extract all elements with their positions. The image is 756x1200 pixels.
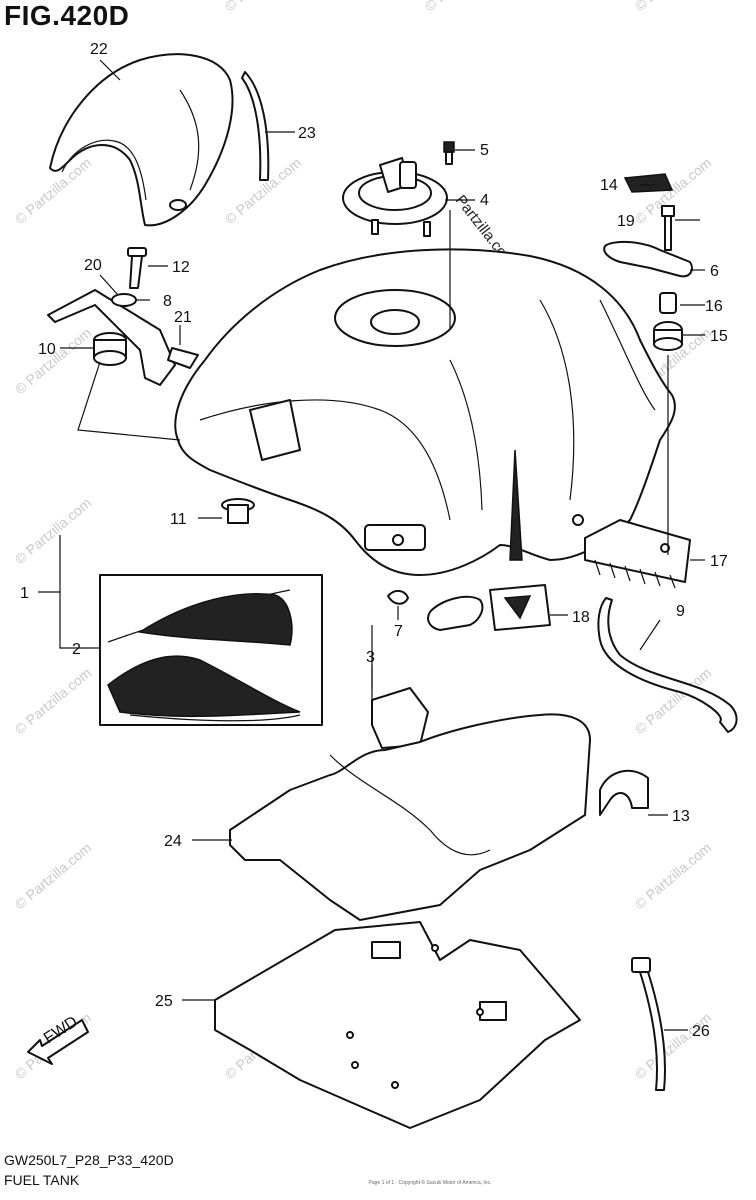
- callout-25: 25: [155, 993, 173, 1010]
- part-24-cutout: [329, 754, 491, 856]
- callout-9: 9: [676, 603, 685, 620]
- callout-6: 6: [710, 263, 719, 280]
- part-26-cable-tie: [631, 957, 667, 1091]
- part-15-cushion: [653, 321, 683, 351]
- part-14-pad: [623, 173, 674, 193]
- callout-22: 22: [90, 41, 108, 58]
- part-12-screw: [127, 247, 147, 289]
- part-7-seal: [387, 590, 409, 605]
- part-22-tank-cover: [49, 53, 234, 227]
- watermark: © Partzilla.com: [12, 494, 95, 567]
- callout-11: 11: [170, 511, 187, 528]
- part-13-clamp: [599, 769, 649, 816]
- callouts: 22 23 5 4 14 19 6 16 15 17 20 12 8 21 10…: [20, 41, 728, 1040]
- part-6-bracket: [603, 240, 693, 278]
- callout-17: 17: [710, 553, 728, 570]
- part-4-fuel-cap: [342, 157, 448, 237]
- part-21-clip: [167, 347, 199, 369]
- watermark: © Partzilla.com: [632, 839, 715, 912]
- callout-12: 12: [172, 259, 190, 276]
- part-1-fuel-tank: [174, 248, 676, 576]
- callout-10: 10: [38, 341, 56, 358]
- fwd-arrow: FWD: [27, 1013, 89, 1065]
- callout-2: 2: [72, 641, 81, 658]
- callout-19: 19: [617, 213, 635, 230]
- watermark: © Partzilla.com: [632, 1009, 715, 1082]
- watermark: © Partzilla.com: [222, 0, 305, 14]
- part-3-fuel-pump: [371, 595, 484, 749]
- callout-1: 1: [20, 585, 29, 602]
- part-8-washer: [111, 293, 137, 307]
- watermark: © Partzilla.com: [632, 0, 715, 14]
- callout-18: 18: [572, 609, 590, 626]
- figure-title: FIG.420D: [4, 0, 130, 31]
- callout-16: 16: [705, 298, 723, 315]
- watermark: © Partzilla.com: [12, 324, 95, 397]
- callout-26: 26: [692, 1023, 710, 1040]
- watermark: © Partzilla.com: [12, 664, 95, 737]
- part-19-bolt: [661, 205, 675, 251]
- part-16-collar: [659, 292, 677, 314]
- part-9-hose: [597, 597, 738, 733]
- part-20-bracket: [47, 289, 176, 386]
- callout-4: 4: [480, 192, 489, 209]
- leader-lines: [38, 59, 705, 1031]
- part-24-heat-shield: [229, 713, 591, 921]
- part-23-trim-strip: [241, 71, 270, 181]
- callout-7: 7: [394, 623, 403, 640]
- callout-20: 20: [84, 257, 102, 274]
- part-11-plug: [221, 498, 255, 524]
- part-18-decal: [489, 584, 551, 631]
- callout-15: 15: [710, 328, 728, 345]
- part-25-lower-panel: [214, 921, 581, 1129]
- callout-5: 5: [480, 142, 489, 159]
- figure-name: FUEL TANK: [4, 1172, 80, 1188]
- watermark: © Partzilla.com: [422, 0, 505, 14]
- watermark: © Partzilla.com: [12, 839, 95, 912]
- part-17-mount-rubber: [584, 519, 691, 589]
- callout-24: 24: [164, 833, 182, 850]
- fine-print: Page 1 of 1 · Copyright © Suzuki Motor o…: [368, 1180, 492, 1186]
- callout-3: 3: [366, 649, 375, 666]
- part-10-grommet: [93, 332, 127, 366]
- part-2-decal-set: [99, 574, 323, 726]
- callout-14: 14: [600, 177, 618, 194]
- callout-21: 21: [174, 309, 192, 326]
- callout-23: 23: [298, 125, 316, 142]
- part-5-bolt: [443, 141, 455, 165]
- figure-code: GW250L7_P28_P33_420D: [4, 1152, 174, 1168]
- callout-8: 8: [163, 293, 172, 310]
- callout-13: 13: [672, 808, 690, 825]
